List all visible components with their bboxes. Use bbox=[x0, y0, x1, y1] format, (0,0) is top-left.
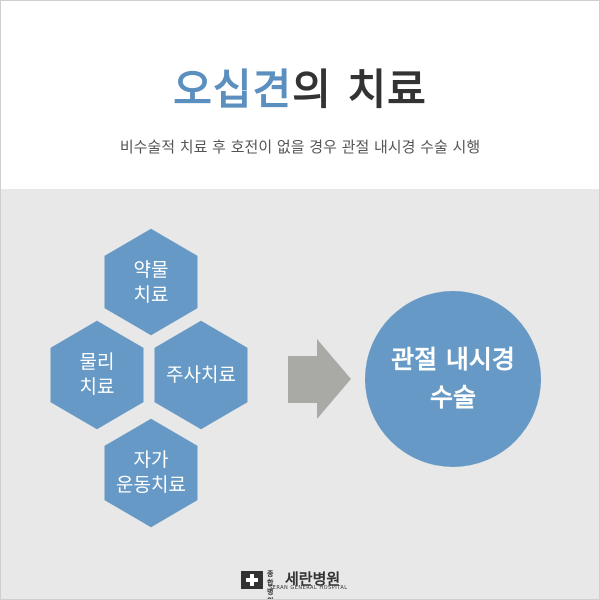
hex-injection-label: 주사치료 bbox=[166, 364, 236, 386]
hex-exercise bbox=[101, 415, 201, 531]
cross-icon bbox=[241, 571, 263, 589]
surgery-circle bbox=[365, 291, 541, 467]
surgery-label: 관절 내시경 수술 bbox=[391, 345, 515, 412]
title-highlight: 오십견 bbox=[173, 65, 293, 114]
header-section: 오십견의 치료 비수술적 치료 후 호전이 없을 경우 관절 내시경 수술 시행 bbox=[1, 1, 599, 189]
hex-exercise-label: 자가 운동치료 bbox=[116, 449, 186, 496]
hex-injection bbox=[151, 317, 251, 433]
logo-small-text: 종합 병원 bbox=[267, 570, 274, 599]
page-subtitle: 비수술적 치료 후 호전이 없을 경우 관절 내시경 수술 시행 bbox=[119, 138, 481, 156]
hex-medication bbox=[101, 225, 201, 339]
logo-name: 세란병원 bbox=[285, 570, 341, 588]
hex-physical bbox=[47, 317, 147, 433]
page-title: 오십견의 치료 bbox=[1, 56, 599, 117]
logo-english: SERAN GENERAL HOSPITAL bbox=[269, 585, 348, 591]
arrow-right-icon bbox=[288, 339, 351, 419]
hex-physical-label: 물리 치료 bbox=[79, 351, 115, 398]
hex-medication-label: 약물 치료 bbox=[133, 259, 169, 306]
title-rest: 의 치료 bbox=[292, 65, 427, 114]
